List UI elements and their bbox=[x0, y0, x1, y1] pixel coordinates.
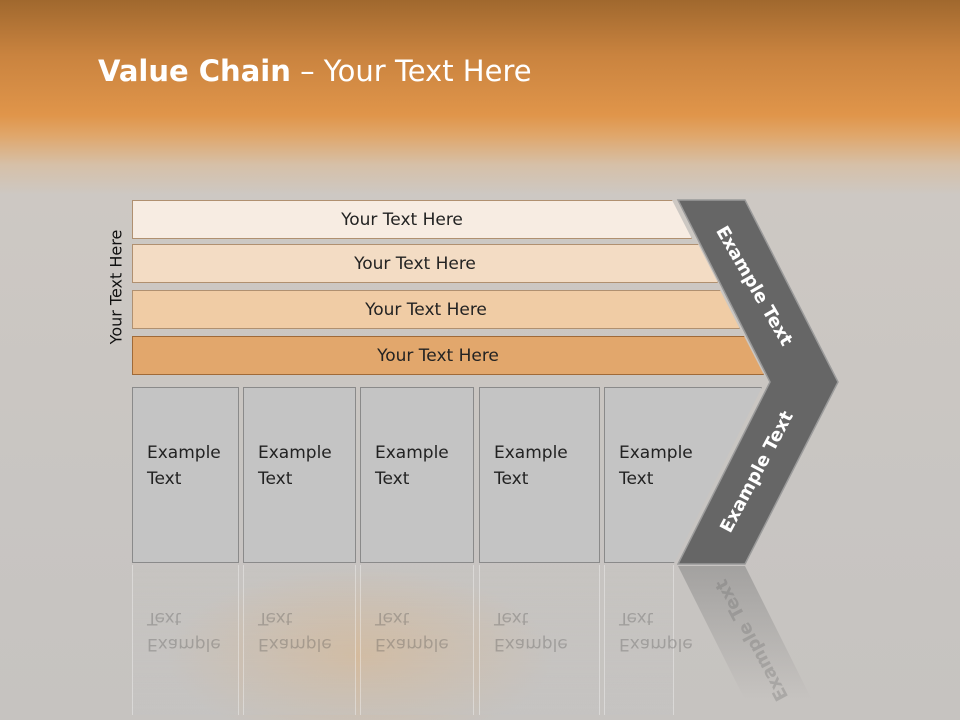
chevron-arrow-shape bbox=[676, 199, 839, 565]
value-bar-4: Your Text Here bbox=[132, 336, 764, 375]
value-bar-2: Your Text Here bbox=[132, 244, 718, 283]
slide-title: Value Chain – Your Text Here bbox=[98, 54, 532, 88]
activity-cell-4: Example Text bbox=[479, 387, 600, 563]
value-bar-3-label: Your Text Here bbox=[365, 299, 487, 320]
activity-cell-3: Example Text bbox=[360, 387, 474, 563]
slide-title-bold: Value Chain bbox=[98, 54, 291, 88]
value-bar-1-label: Your Text Here bbox=[341, 209, 463, 230]
activity-cell-2: Example Text bbox=[243, 387, 356, 563]
activity-cell-1: Example Text bbox=[132, 387, 239, 563]
value-bar-3: Your Text Here bbox=[132, 290, 740, 329]
chevron-arrow-reflection bbox=[678, 566, 812, 700]
value-bar-4-label: Your Text Here bbox=[377, 345, 499, 366]
slide-title-rest: – Your Text Here bbox=[290, 54, 532, 88]
value-bar-2-label: Your Text Here bbox=[354, 253, 476, 274]
